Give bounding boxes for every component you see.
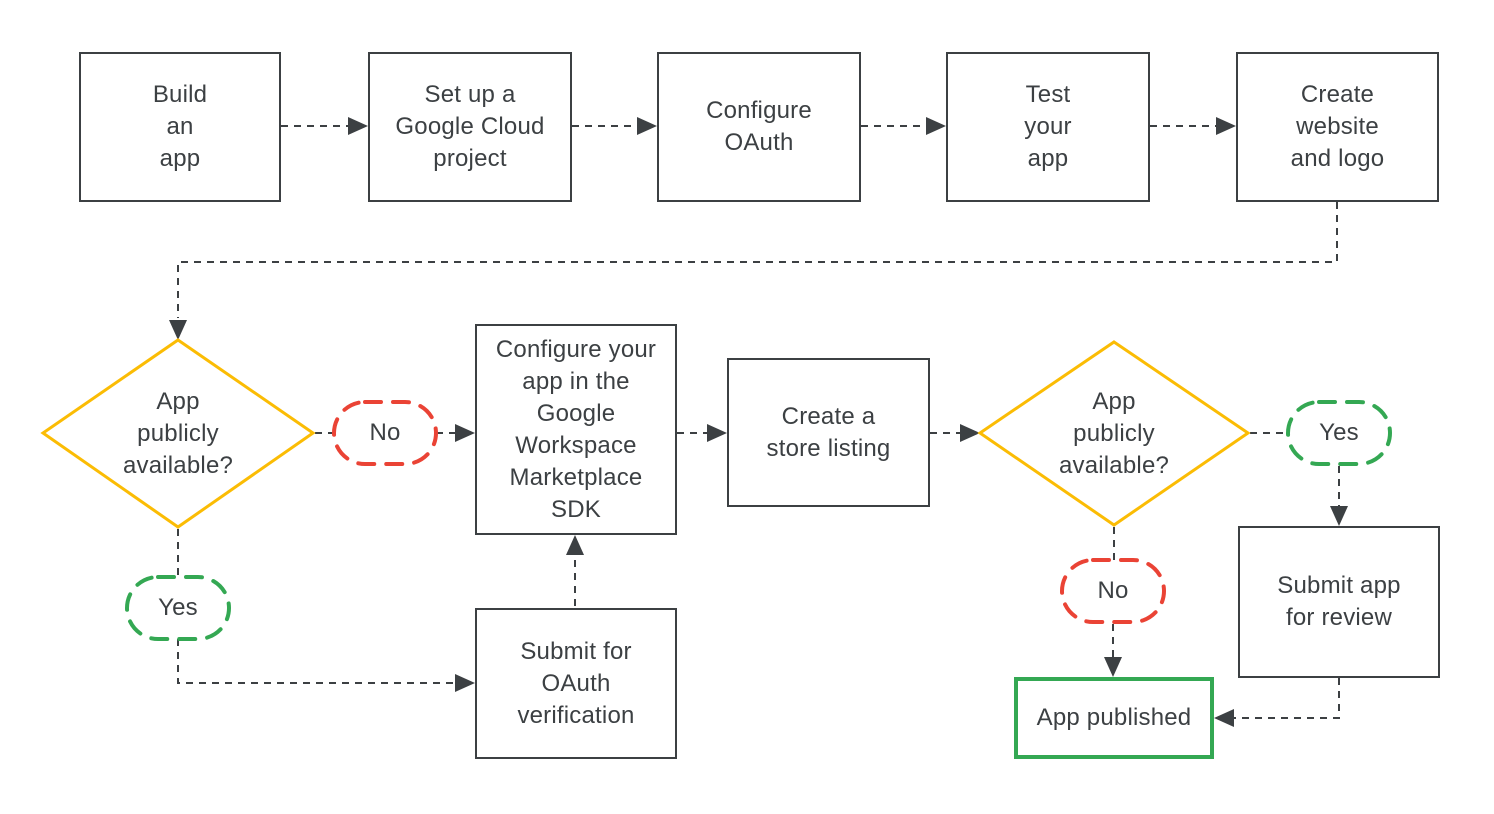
node-label: Build an app (152, 81, 208, 172)
yes-oval-left (125, 575, 231, 641)
node-test-your-app: Test your app (946, 52, 1150, 202)
node-label: Create a store listing (766, 402, 891, 462)
connector-review-to-published (1234, 678, 1340, 719)
arrowhead-icon (1104, 657, 1122, 677)
arrowhead-icon (1216, 117, 1236, 135)
node-label: Configure your app in the Google Workspa… (495, 335, 657, 523)
connector-website-to-decision (177, 202, 1338, 318)
arrowhead-icon (1330, 506, 1348, 526)
arrowhead-icon (960, 424, 980, 442)
arrowhead-icon (637, 117, 657, 135)
node-label: App published (1036, 704, 1192, 731)
yes-oval-right (1286, 400, 1392, 466)
node-configure-oauth: Configure OAuth (657, 52, 861, 202)
connector-yes-to-oauth-verification (177, 639, 455, 684)
no-oval-left (332, 400, 438, 466)
node-submit-oauth-verification: Submit for OAuth verification (475, 608, 677, 759)
node-create-store-listing: Create a store listing (727, 358, 930, 507)
node-label: Test your app (1024, 81, 1072, 172)
arrowhead-icon (455, 424, 475, 442)
node-label: Create website and logo (1290, 81, 1385, 172)
node-build-an-app: Build an app (79, 52, 281, 202)
arrowhead-icon (1214, 709, 1234, 727)
arrowhead-icon (348, 117, 368, 135)
arrowhead-icon (455, 674, 475, 692)
node-set-up-google-cloud-project: Set up a Google Cloud project (368, 52, 572, 202)
decision-diamond-left (40, 338, 316, 529)
node-label: Submit for OAuth verification (517, 637, 635, 729)
decision-diamond-right (977, 340, 1251, 527)
node-label: Submit app for review (1277, 572, 1401, 631)
node-app-published: App published (1014, 677, 1214, 759)
node-configure-marketplace-sdk: Configure your app in the Google Workspa… (475, 324, 677, 535)
node-label: Configure OAuth (706, 97, 812, 156)
arrowhead-icon (566, 535, 584, 555)
node-label: Set up a Google Cloud project (395, 81, 545, 172)
node-submit-app-for-review: Submit app for review (1238, 526, 1440, 678)
no-oval-right (1060, 558, 1166, 624)
arrowhead-icon (707, 424, 727, 442)
arrowhead-icon (926, 117, 946, 135)
arrowhead-icon (169, 320, 187, 340)
node-create-website-and-logo: Create website and logo (1236, 52, 1439, 202)
